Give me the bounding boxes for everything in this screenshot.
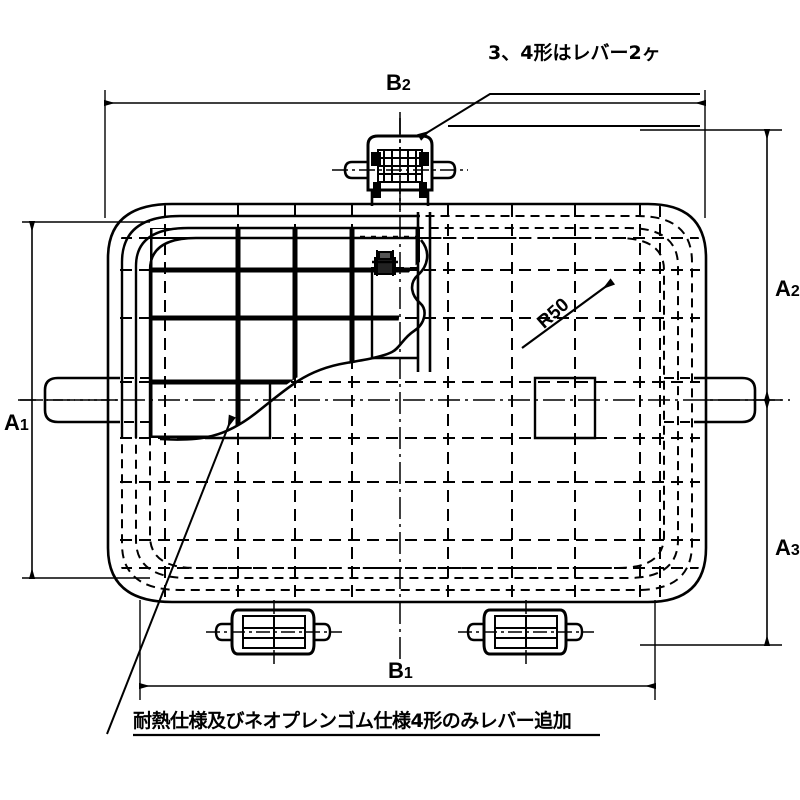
side-lug-right-hidden	[664, 377, 706, 423]
fastener-detail-small	[372, 250, 398, 276]
top-lever-assembly	[332, 118, 468, 210]
note-text-bottom: 耐熱仕様及びネオプレンゴム仕様4形のみレバー追加	[133, 710, 572, 732]
dimension-label-b1: B1	[388, 658, 413, 683]
dimension-label-b2: B2	[386, 70, 411, 95]
side-lug-left-hidden	[108, 377, 150, 423]
interior-boss-right	[533, 376, 597, 440]
side-lug-right	[694, 376, 757, 424]
center-hidden-box-solid-edge	[370, 268, 418, 360]
body-outline-outer	[106, 202, 708, 604]
dimension-label-a1: A1	[4, 410, 29, 435]
bottom-foot-right	[458, 600, 594, 666]
center-hidden-box	[371, 267, 419, 359]
dimension-b1	[139, 600, 656, 700]
centerlines	[18, 112, 790, 672]
bottom-foot-left	[206, 600, 342, 666]
dimension-label-a2: A2	[775, 276, 800, 301]
side-lug-left	[43, 376, 120, 424]
dimension-b2	[104, 90, 706, 218]
note-leader-top	[417, 93, 700, 141]
cutaway-grid-thin-lines	[150, 228, 420, 239]
interior-grid-hidden	[120, 205, 700, 600]
note-leader-bottom	[106, 414, 600, 737]
interior-boss-left-hidden	[205, 382, 271, 439]
dimension-label-a3: A3	[775, 535, 800, 560]
radius-leader-r50	[521, 278, 616, 349]
note-text-top: 3、4形はレバー2ヶ	[488, 42, 661, 64]
